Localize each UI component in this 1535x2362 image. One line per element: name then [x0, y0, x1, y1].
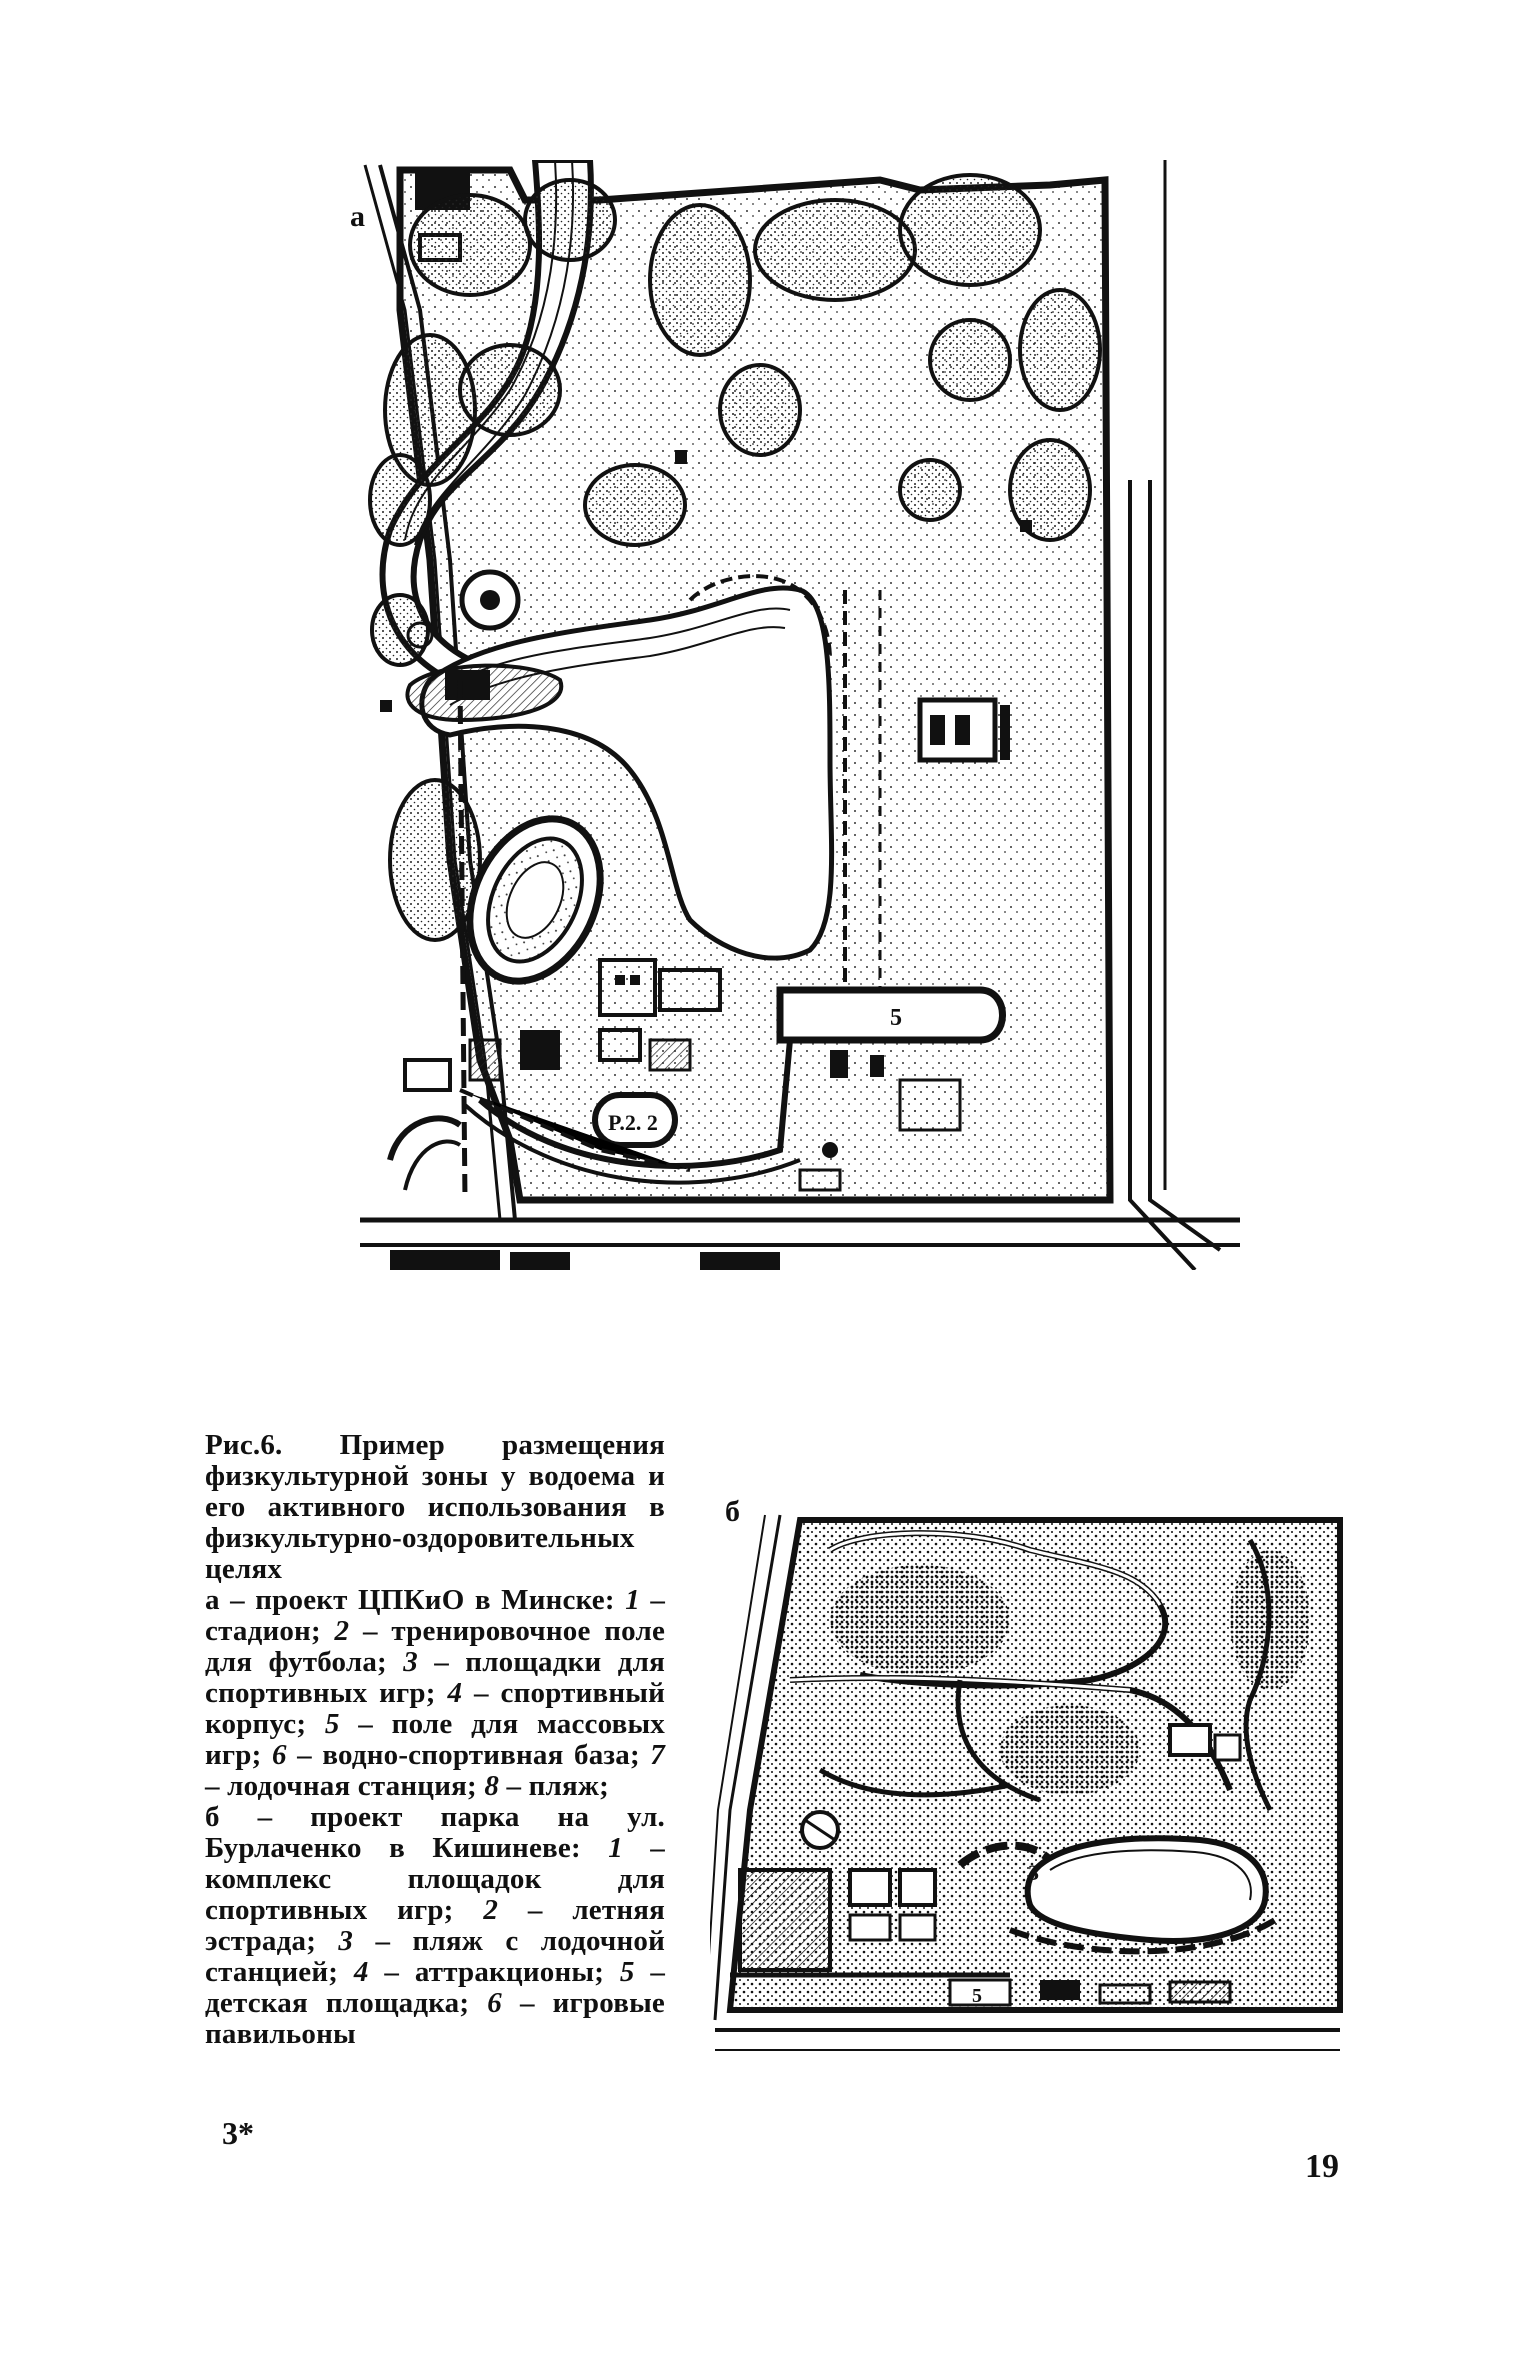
figure-b-label: б: [725, 1495, 740, 1528]
caption-title: Рис.6. Пример размещения физкультурной з…: [205, 1429, 665, 1585]
caption-a-item: 5 – поле для массовых игр;: [205, 1708, 666, 1771]
caption-b-item: 5 – детская площадка;: [205, 1956, 666, 2019]
caption-part-b: б – проект парка на ул. Бурлаченко в Киш…: [205, 1802, 665, 2050]
plan-a-marker-5: 5: [890, 1005, 902, 1031]
caption-a-item: 7 – лодочная станция;: [205, 1739, 665, 1802]
caption-b-item: 2 – летняя эстрада;: [205, 1894, 666, 1957]
caption-a-item: 1 – стадион;: [205, 1584, 666, 1647]
signature-mark: 3*: [222, 2115, 254, 2151]
caption-part-b-intro: б – проект парка на ул. Бурлаченко в Киш…: [205, 1801, 665, 1864]
caption-part-a: а – проект ЦПКиО в Минске: 1 – стадион; …: [205, 1585, 665, 1802]
plan-b-drawing: 3 5: [710, 1510, 1350, 2070]
plan-a-drawing: P.2. 2 5: [360, 160, 1240, 1270]
page-number: 19: [1305, 2148, 1339, 2185]
caption-part-a-intro: а – проект ЦПКиО в Минске:: [205, 1584, 615, 1616]
caption-a-item: 3 – площадки для спортивных игр;: [205, 1646, 665, 1709]
figure-a-label: а: [350, 200, 365, 233]
caption-b-item: 1 – комплекс площадок для спортивных игр…: [205, 1832, 665, 1926]
plan-b-marker-5: 5: [972, 1985, 982, 2007]
svg-text:P.2. 2: P.2. 2: [608, 1110, 658, 1135]
caption-a-item: 8 – пляж;: [484, 1770, 609, 1802]
caption-b-item: 4 – аттракционы;: [353, 1956, 605, 1988]
caption-a-item: 2 – тренировочное поле для футбола;: [205, 1615, 666, 1678]
caption-b-item: 3 – пляж с лодочной станцией;: [205, 1925, 665, 1988]
caption-a-item: 6 – водно-спортивная база;: [271, 1739, 640, 1771]
caption-a-item: 4 – спортивный корпус;: [205, 1677, 666, 1740]
plan-b-marker-3: 3: [1028, 1860, 1039, 1885]
caption-b-item: 6 – игровые павильоны: [205, 1987, 665, 2050]
figure-caption: Рис.6. Пример размещения физкультурной з…: [205, 1430, 665, 2050]
